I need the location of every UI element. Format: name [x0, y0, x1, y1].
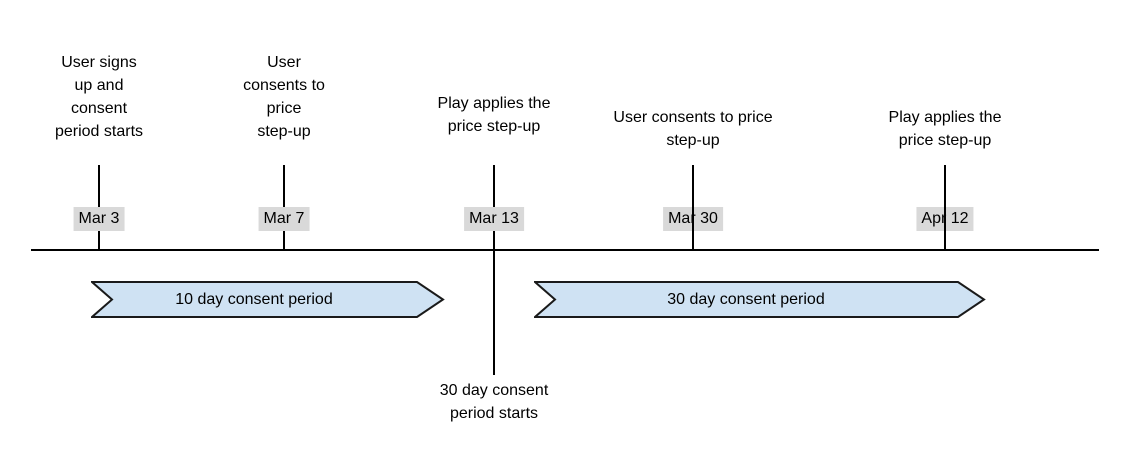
event-label-second-stepup: Play applies the price step-up — [888, 109, 1002, 149]
period-label-10day: 10 day consent period — [175, 291, 333, 308]
period-banner-30day-arrow — [534, 281, 986, 318]
date-chip-mar13: Mar 13 — [464, 207, 524, 231]
event-tick-apr12 — [944, 165, 946, 250]
timeline-axis — [31, 249, 1099, 251]
event-tick-mar30 — [692, 165, 694, 250]
date-chip-mar7: Mar 7 — [258, 207, 310, 231]
event-label-signup: User signs up and consent period starts — [54, 54, 144, 140]
date-chip-mar3: Mar 3 — [73, 207, 125, 231]
chevron-ribbon-shape — [91, 281, 445, 318]
annotation-30day-period-starts: 30 day consent period starts — [439, 382, 549, 422]
period-banner-10day-arrow — [91, 281, 445, 318]
chevron-ribbon-shape — [534, 281, 986, 318]
event-tick-mar13 — [493, 165, 495, 375]
event-label-first-consent: User consents to price step-up — [243, 54, 325, 140]
event-label-first-stepup: Play applies the price step-up — [437, 95, 551, 135]
event-label-second-consent: User consents to price step-up — [613, 109, 773, 149]
period-label-30day: 30 day consent period — [667, 291, 825, 308]
